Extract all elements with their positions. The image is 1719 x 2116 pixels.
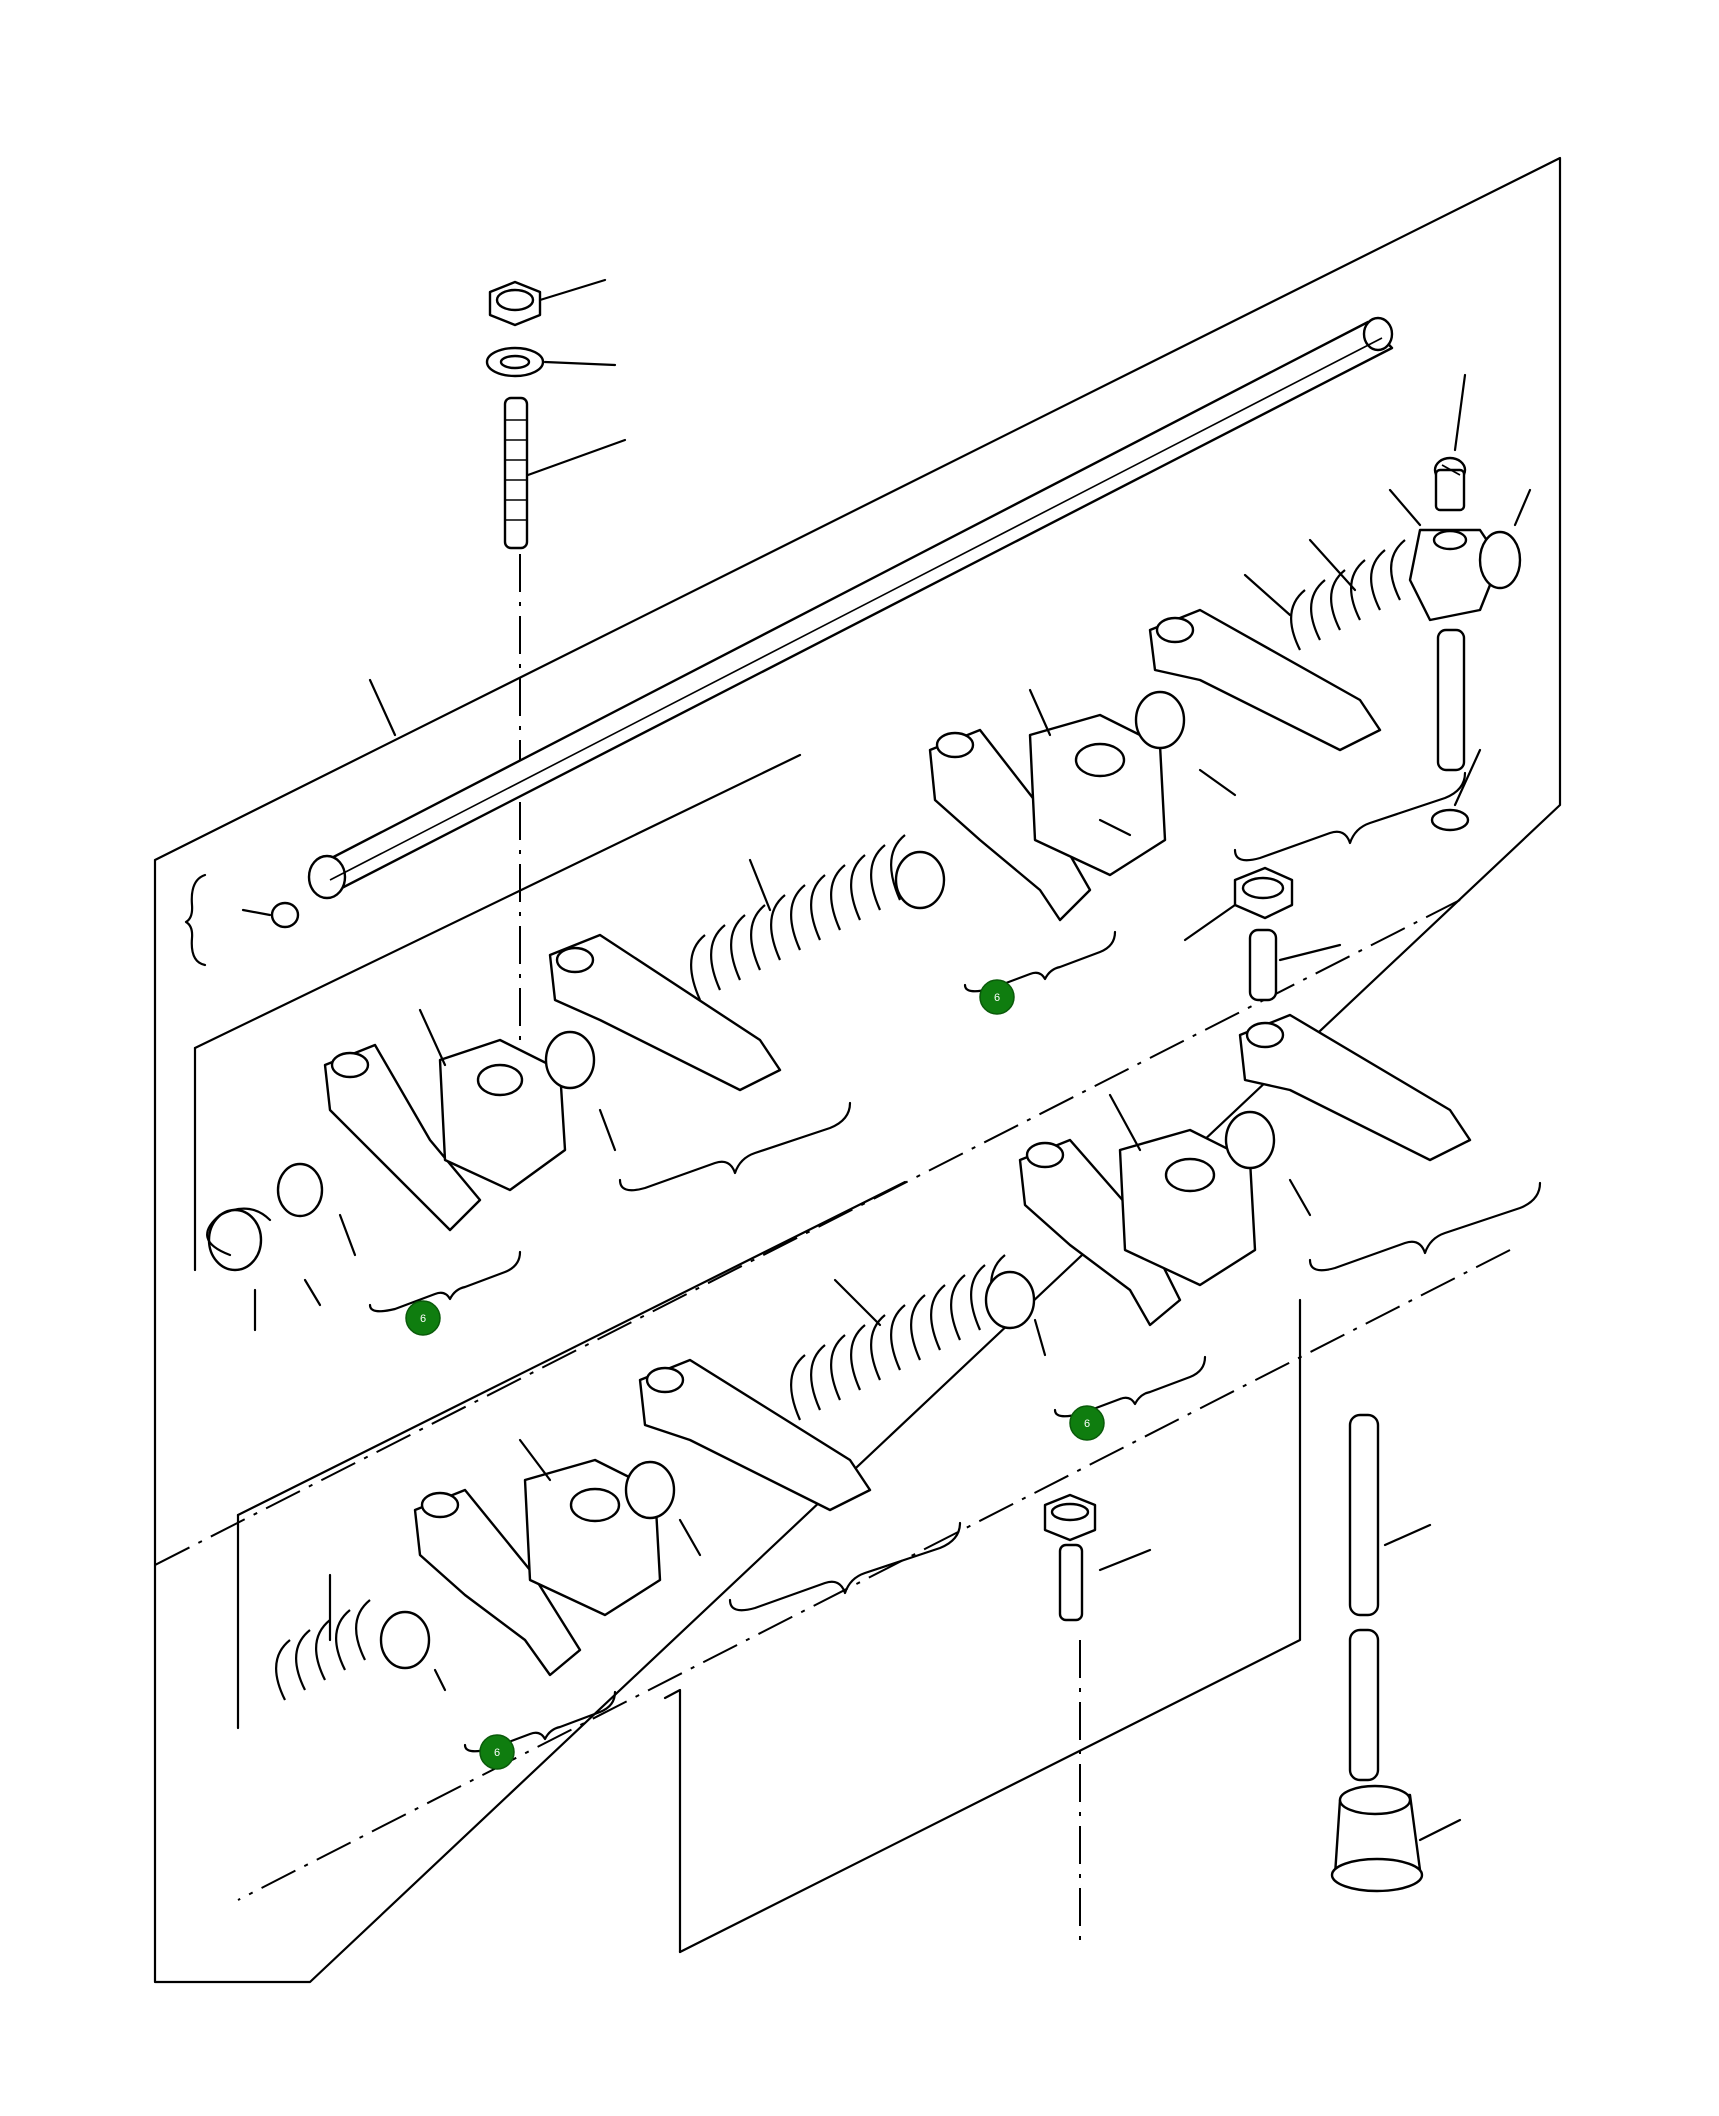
pedestal-1 — [418, 1008, 567, 1192]
shaft-brace — [184, 873, 207, 967]
reference-badge-4[interactable]: 6 — [479, 1734, 515, 1770]
bolt — [1043, 1493, 1152, 1622]
spring-upper-right — [1243, 538, 1406, 651]
stud-assembly — [485, 278, 627, 550]
spring-upper-middle — [690, 834, 906, 1001]
leader-lines — [303, 768, 1312, 1692]
reference-badge-2-label: 6 — [420, 1313, 426, 1325]
rocker-arm-7 — [638, 1358, 872, 1512]
pedestal-3 — [1108, 1093, 1257, 1287]
circlip — [206, 1207, 272, 1257]
spring-lower-middle — [790, 1254, 1006, 1421]
reference-badge-3-label: 6 — [1084, 1418, 1090, 1430]
rocker-arm-3 — [1148, 608, 1382, 752]
rocker-shaft — [241, 316, 1394, 929]
rocker-arm-8 — [413, 1488, 582, 1677]
reference-badge-1[interactable]: 6 — [979, 979, 1015, 1015]
end-plug-and-oil-feed — [1388, 373, 1532, 832]
rocker-arm-6 — [1018, 1138, 1182, 1327]
rocker-arm-4 — [323, 1043, 482, 1232]
adjuster-nut-and-screw — [1183, 866, 1342, 1002]
group-braces — [368, 771, 1542, 1753]
push-rod-and-tappet — [1330, 1413, 1462, 1893]
rocker-arm-5 — [1238, 1013, 1472, 1162]
reference-badge-1-label: 6 — [994, 992, 1000, 1004]
rocker-arm-1 — [548, 933, 782, 1092]
pedestal-2 — [1028, 688, 1167, 877]
spacers — [207, 690, 1276, 1670]
reference-badge-4-label: 6 — [494, 1747, 500, 1759]
spring-lower-left — [275, 1573, 371, 1701]
rocker-arm-2 — [928, 728, 1092, 922]
assembly-frame — [153, 156, 1562, 1984]
reference-badge-2[interactable]: 6 — [405, 1300, 441, 1336]
shaft-axis-lines — [154, 430, 1511, 1950]
reference-badge-3[interactable]: 6 — [1069, 1405, 1105, 1441]
